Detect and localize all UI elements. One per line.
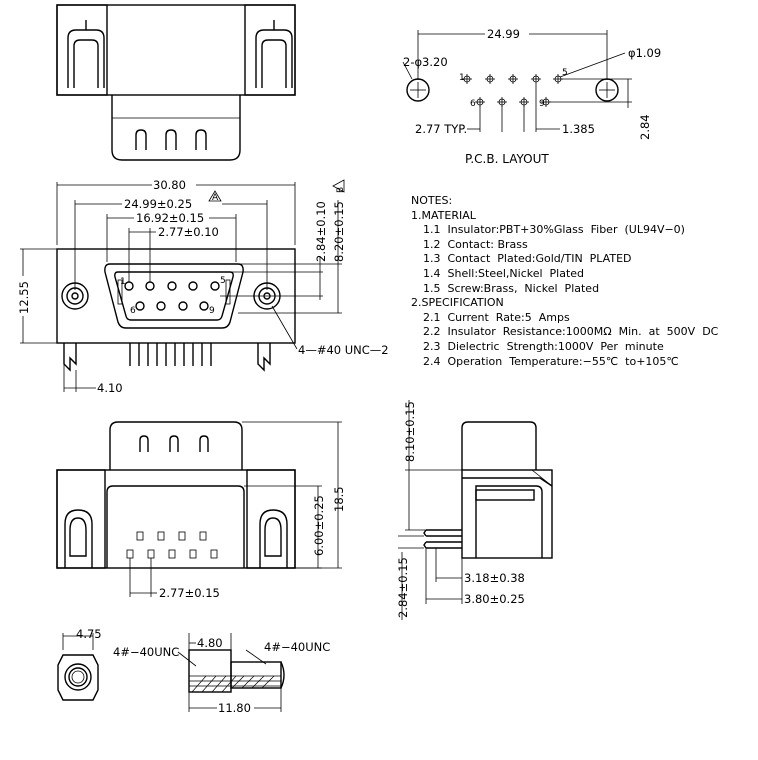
- dim-pcb-typ: 2.77 TYP.: [415, 122, 467, 136]
- notes-material-item: 1.1 Insulator:PBT+30%Glass Fiber (UL94V−…: [423, 223, 685, 237]
- hex-nut-view: 4.75: [57, 627, 102, 701]
- front-pin-9-label: 9: [209, 306, 215, 316]
- bottom-view: 2.77±0.15 6.00±0.25 18.5: [56, 421, 346, 600]
- dim-front-depth: 8.20±0.15: [332, 201, 346, 262]
- dim-screw-hex: 4.75: [76, 627, 102, 641]
- notes-spec-item: 2.4 Operation Temperature:−55℃ to+105℃: [423, 354, 679, 368]
- dim-pcb-row-gap: 2.84: [638, 114, 652, 140]
- notes-material-item: 1.4 Shell:Steel,Nickel Plated: [423, 266, 585, 280]
- bottom-contacts: [126, 531, 218, 559]
- dim-front-shell: 16.92±0.15: [136, 211, 204, 225]
- notes-material-item: 1.2 Contact: Brass: [423, 237, 528, 251]
- dim-side-tail-gap: 2.84±0.15: [396, 557, 410, 618]
- pcb-pin-row-2: [475, 97, 551, 107]
- dim-screw-thread-b: 4#−40UNC: [264, 640, 330, 654]
- top-view: [56, 4, 296, 161]
- notes-block: NOTES: 1.MATERIAL 1.1 Insulator:PBT+30%G…: [411, 194, 718, 369]
- dim-bottom-pitch: 2.77±0.15: [159, 586, 220, 600]
- pcb-pin-9-label: 9: [539, 99, 545, 109]
- pcb-pin-1-label: 1: [459, 73, 465, 83]
- front-pin-5-label: 5: [220, 276, 226, 286]
- dim-pcb-mount-hole: 2-φ3.20: [403, 55, 448, 69]
- dim-pcb-half-pitch: 1.385: [562, 122, 595, 136]
- notes-material-item: 1.5 Screw:Brass, Nickel Plated: [423, 281, 600, 295]
- pcb-pin-row-1: [462, 74, 563, 84]
- notes-material-heading: 1.MATERIAL: [411, 208, 476, 222]
- dim-front-thread: 4—#40 UNC—2: [298, 343, 389, 357]
- dim-screw-thread-a: 4#−40UNC: [113, 645, 179, 659]
- dim-front-flange: 4.10: [97, 381, 123, 395]
- notes-title: NOTES:: [411, 194, 453, 207]
- dim-screw-head: 4.80: [197, 636, 223, 650]
- dim-front-width: 30.80: [153, 178, 186, 192]
- dim-side-tail-a: 3.18±0.38: [464, 571, 525, 585]
- notes-spec-heading: 2.SPECIFICATION: [411, 296, 504, 310]
- notes-spec-item: 2.2 Insulator Resistance:1000MΩ Min. at …: [423, 325, 719, 339]
- dim-front-height: 12.55: [17, 281, 31, 314]
- dim-pcb-pitch-total: 24.99: [487, 27, 520, 41]
- dim-front-holes: 24.99±0.25: [124, 197, 192, 211]
- pcb-pin-6-label: 6: [470, 99, 476, 109]
- dim-screw-length: 11.80: [218, 701, 251, 715]
- notes-spec-item: 2.3 Dielectric Strength:1000V Per minute: [423, 339, 664, 353]
- pcb-pin-5-label: 5: [562, 68, 568, 78]
- pcb-layout-title: P.C.B. LAYOUT: [465, 152, 549, 166]
- dim-bottom-inner: 6.00±0.25: [312, 495, 326, 556]
- screw-side-view: 4.80 4#−40UNC 4#−40UNC 11.80: [113, 633, 330, 715]
- front-pin-1-label: 1: [120, 277, 126, 287]
- front-pcb-pins: [129, 343, 212, 366]
- notes-spec-item: 2.1 Current Rate:5 Amps: [423, 310, 570, 324]
- front-pin-6-label: 6: [130, 306, 136, 316]
- notes-material-item: 1.3 Contact Plated:Gold/TIN PLATED: [423, 252, 632, 266]
- dim-pcb-pin-hole: φ1.09: [628, 46, 661, 60]
- revision-a-marker: A: [212, 193, 219, 203]
- front-view: 30.80 24.99±0.25 A 16.92±0.15 2.77±0.10 …: [17, 178, 389, 395]
- dim-front-row-gap: 2.84±0.10: [314, 201, 328, 262]
- side-view: 8.10±0.15 2.84±0.15 3.18±0.38 3.80±0.25: [396, 400, 553, 620]
- dim-bottom-total: 18.5: [332, 486, 346, 512]
- dim-front-pitch: 2.77±0.10: [158, 225, 219, 239]
- pcb-layout: 24.99 2-φ3.20 1 5 6 9 φ1.09: [402, 27, 661, 166]
- revision-b-marker: B: [336, 187, 346, 193]
- dim-side-depth: 8.10±0.15: [403, 401, 417, 462]
- dim-side-tail-b: 3.80±0.25: [464, 592, 525, 606]
